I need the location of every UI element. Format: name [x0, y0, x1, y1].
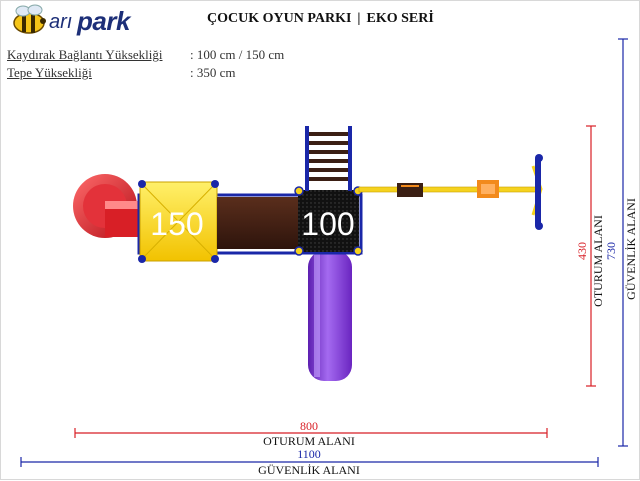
page-title: ÇOCUK OYUN PARKI | EKO SERİ — [207, 11, 434, 27]
swing-beam — [358, 154, 543, 230]
frame-outline — [137, 193, 363, 255]
yellow-platform-height-label: 150 — [150, 206, 203, 242]
seating-height-value: 430 — [575, 242, 589, 260]
title-series: EKO SERİ — [366, 11, 434, 26]
ladder — [305, 126, 352, 191]
safety-height-label: GÜVENLİK ALANI — [624, 198, 638, 300]
safety-width-value: 1100 — [297, 447, 321, 461]
bridge — [217, 197, 299, 249]
aripark-logo: arı park — [7, 3, 147, 37]
black-platform: 100 — [294, 186, 363, 256]
bee-icon — [13, 4, 46, 34]
seating-height-dimension: 430 OTURUM ALANI — [575, 125, 605, 387]
logo-text: park — [77, 6, 130, 36]
safety-width-dimension: 1100 GÜVENLİK ALANI — [20, 447, 599, 477]
seating-width-dimension: 800 OTURUM ALANI — [74, 419, 548, 448]
spec-value-slide-height: : 100 cm / 150 cm — [190, 47, 285, 62]
safety-width-label: GÜVENLİK ALANI — [258, 463, 360, 477]
spec-value-top-height: : 350 cm — [190, 65, 236, 80]
black-platform-height-label: 100 — [301, 206, 354, 242]
title-separator: | — [357, 11, 361, 26]
yellow-platform: 150 — [138, 180, 219, 263]
purple-slide — [308, 251, 352, 381]
header: arı park ÇOCUK OYUN PARKI | EKO SERİ — [1, 1, 640, 39]
spec-label-top-height: Tepe Yüksekliği — [7, 65, 92, 80]
logo-prefix: arı — [49, 11, 73, 33]
title-product-type: ÇOCUK OYUN PARKI — [207, 11, 352, 26]
seating-width-label: OTURUM ALANI — [263, 434, 355, 448]
spec-label-slide-height: Kaydırak Bağlantı Yüksekliği — [7, 47, 163, 62]
safety-height-dimension: 730 GÜVENLİK ALANI — [604, 38, 638, 447]
seating-height-label: OTURUM ALANI — [591, 215, 605, 307]
safety-height-value: 730 — [604, 242, 618, 260]
seating-width-value: 800 — [300, 419, 318, 433]
